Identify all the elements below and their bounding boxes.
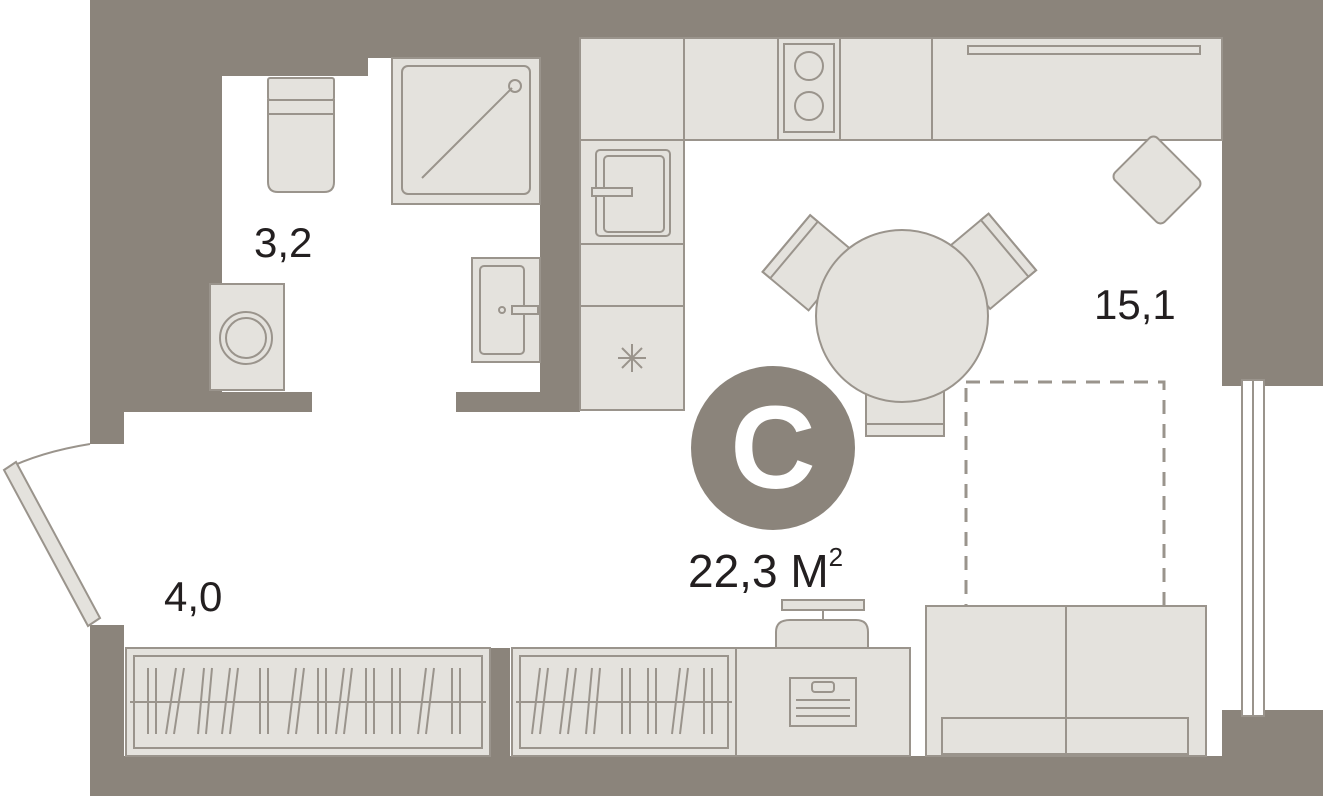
total-area: 22,3 М2: [688, 544, 843, 597]
walls: [90, 0, 1323, 796]
fold-bed-outline: [964, 380, 1166, 616]
wardrobe-left: [125, 647, 491, 757]
total-area-value: 22,3: [688, 545, 778, 597]
entrance-door: [2, 443, 102, 628]
room-area-bathroom: 3,2: [254, 219, 313, 266]
total-area-unit-power: 2: [828, 542, 844, 572]
kitchen-sink: [591, 149, 671, 237]
apartment-type-letter: С: [730, 382, 816, 514]
armchair: [1112, 135, 1202, 225]
washing-machine: [209, 283, 285, 391]
window-right: [1241, 379, 1265, 717]
hangers-right: [531, 667, 713, 735]
dining-table: [761, 212, 1038, 437]
shower: [391, 57, 541, 205]
toilet: [267, 77, 335, 193]
bath-sink: [471, 257, 541, 363]
sofa: [925, 605, 1207, 757]
hob: [783, 43, 835, 133]
desk: [735, 599, 911, 757]
room-area-living: 15,1: [1094, 281, 1176, 328]
fridge-icon: [618, 344, 646, 372]
wardrobe-right: [511, 647, 737, 757]
hangers-left: [147, 667, 461, 735]
total-area-unit: М: [790, 545, 829, 597]
room-area-hallway: 4,0: [164, 573, 223, 620]
hood: [967, 45, 1201, 55]
apartment-type-badge: С: [691, 366, 855, 530]
